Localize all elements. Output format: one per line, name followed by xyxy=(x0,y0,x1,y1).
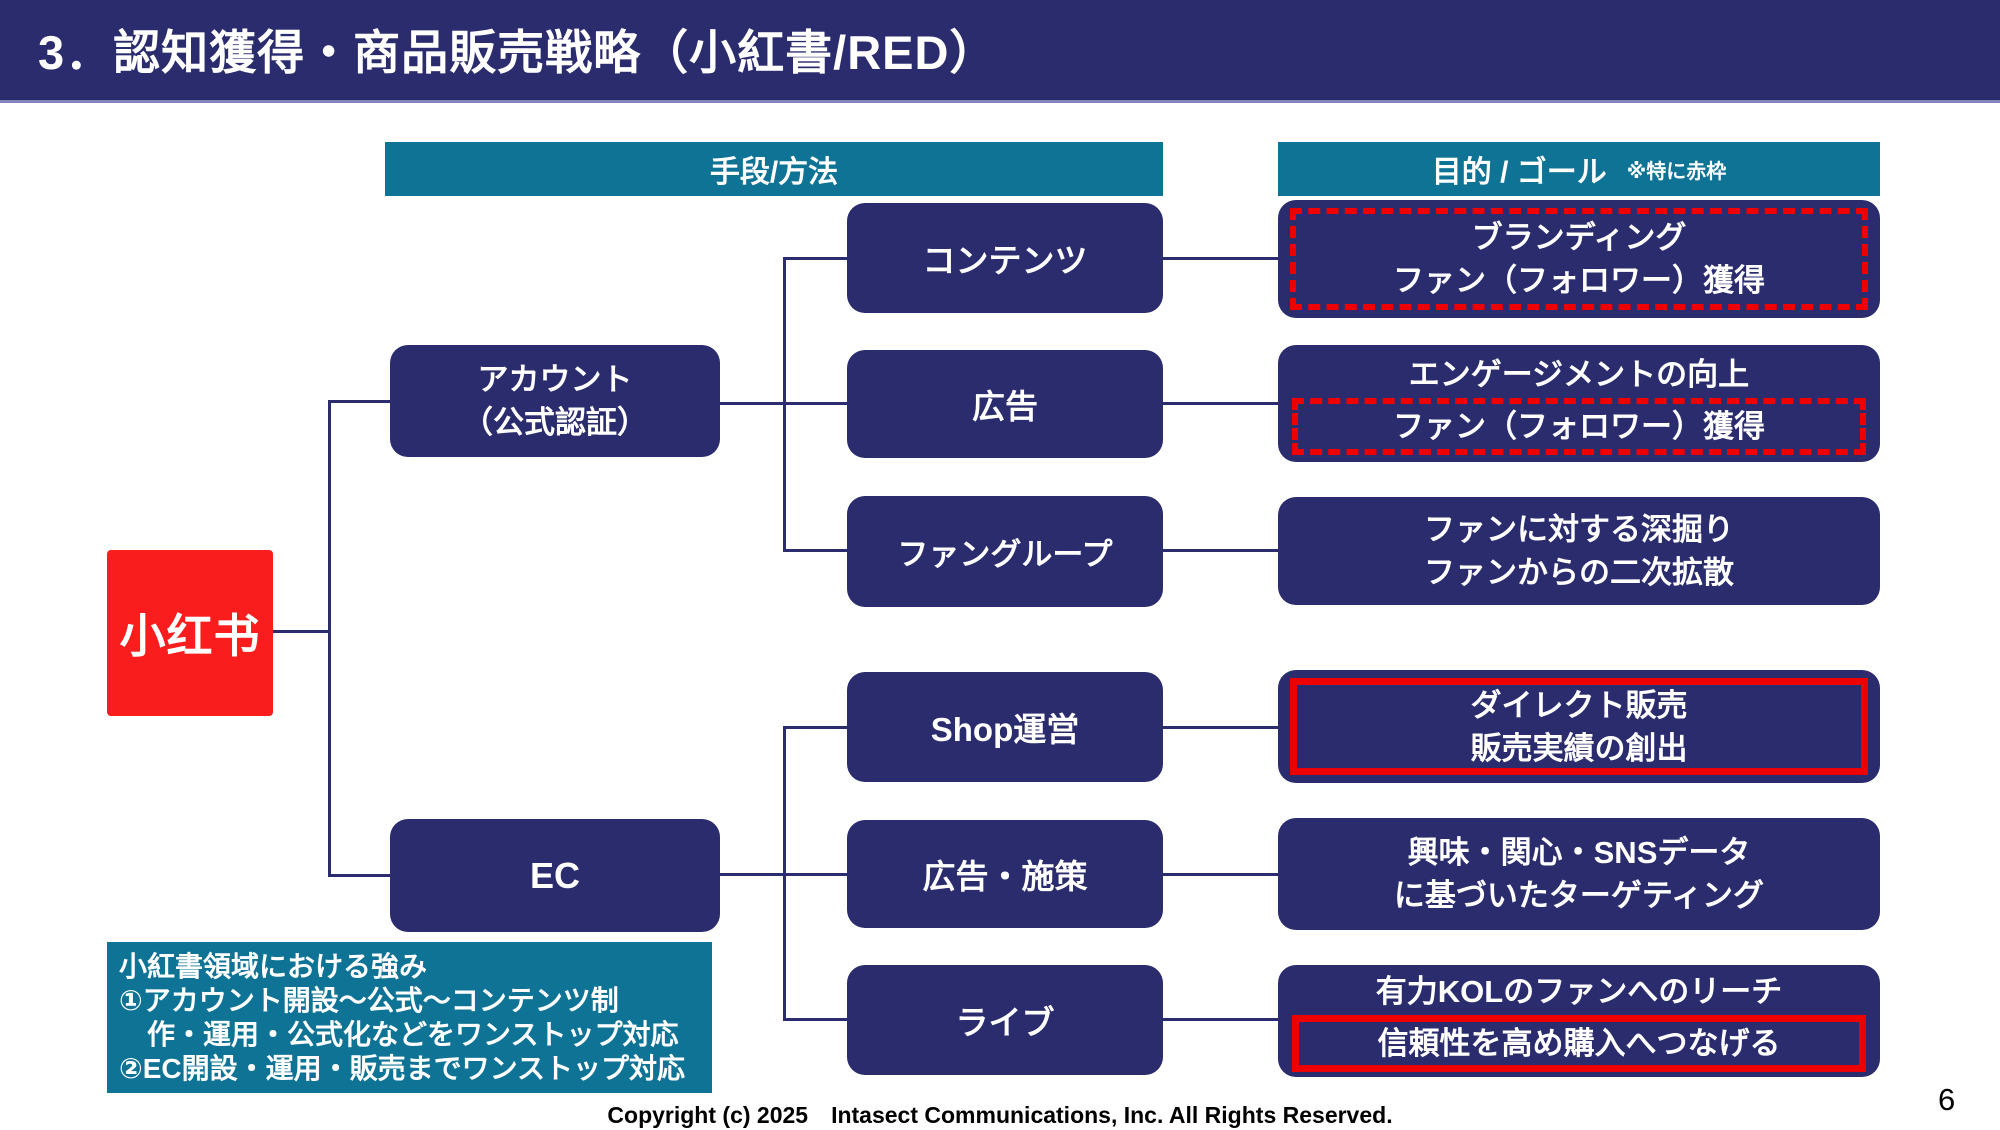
connector-ad-goal xyxy=(1163,402,1278,405)
goal-targeting: 興味・関心・SNSデータ に基づいたターゲティング xyxy=(1278,818,1880,930)
node-account: アカウント （公式認証） xyxy=(390,345,720,457)
connector-logo-trunk xyxy=(273,630,331,633)
goal-engagement: エンゲージメントの向上 ファン（フォロワー）獲得 xyxy=(1278,345,1880,462)
goal-branding-line1: ブランディング xyxy=(1471,220,1687,255)
header-goals-note: ※特に赤枠 xyxy=(1626,160,1727,183)
connector-trunk-contents xyxy=(783,257,847,260)
strengths-line1: 小紅書領域における強み xyxy=(119,951,428,982)
goal-engagement-line1: エンゲージメントの向上 xyxy=(1408,356,1750,392)
header-goals-label: 目的 / ゴール xyxy=(1431,156,1607,189)
goal-targeting-line1: 興味・関心・SNSデータ xyxy=(1407,835,1751,870)
node-account-line1: アカウント xyxy=(477,362,633,397)
strengths-line4: ②EC開設・運用・販売までワンストップ対応 xyxy=(119,1053,686,1084)
connector-shop-goal xyxy=(1163,726,1278,729)
strengths-line3: 作・運用・公式化などをワンストップ対応 xyxy=(147,1019,679,1050)
page-number: 6 xyxy=(1938,1082,1956,1117)
connector-contents-goal xyxy=(1163,257,1278,260)
goal-branding-line2: ファン（フォロワー）獲得 xyxy=(1393,263,1765,298)
goal-direct-sales-line2: 販売実績の創出 xyxy=(1470,730,1688,766)
node-ec: EC xyxy=(390,819,720,932)
connector-trunk-ec xyxy=(328,874,390,877)
header-methods: 手段/方法 xyxy=(385,142,1163,196)
node-contents: コンテンツ xyxy=(847,203,1163,313)
header-methods-label: 手段/方法 xyxy=(709,156,839,189)
strengths-box: 小紅書領域における強み ①アカウント開設～公式～コンテンツ制 作・運用・公式化な… xyxy=(107,942,712,1093)
goal-engagement-line2: ファン（フォロワー）獲得 xyxy=(1393,408,1765,444)
connector-trunk-shop xyxy=(783,726,847,729)
node-contents-label: コンテンツ xyxy=(922,242,1088,279)
goal-kol-reach-red-frame: 信頼性を高め購入へつなげる xyxy=(1292,1015,1866,1072)
strengths-line2: ①アカウント開設～公式～コンテンツ制 xyxy=(119,985,619,1016)
node-admeasures: 広告・施策 xyxy=(847,820,1163,928)
goal-fan-deep-line1: ファンに対する深掘り xyxy=(1424,512,1734,547)
connector-fangroup-goal xyxy=(1163,549,1278,552)
node-live-label: ライブ xyxy=(955,1004,1055,1041)
header-goals: 目的 / ゴール ※特に赤枠 xyxy=(1278,142,1880,196)
title-bar xyxy=(0,0,2000,103)
goal-fan-deep-line2: ファンからの二次拡散 xyxy=(1424,555,1734,590)
xiaohongshu-logo-label: 小红书 xyxy=(119,610,261,662)
node-ad: 広告 xyxy=(847,350,1163,458)
copyright-text: Copyright (c) 2025 Intasect Communicatio… xyxy=(607,1102,1393,1128)
node-fangroup-label: ファングループ xyxy=(897,537,1113,572)
node-shop: Shop運営 xyxy=(847,672,1163,782)
goal-fan-deep: ファンに対する深掘り ファンからの二次拡散 xyxy=(1278,497,1880,605)
connector-trunk-lower xyxy=(783,726,786,1021)
node-ec-label: EC xyxy=(529,854,580,896)
node-live: ライブ xyxy=(847,965,1163,1075)
page-title: 3．認知獲得・商品販売戦略（小紅書/RED） xyxy=(38,26,998,79)
connector-admeasures-goal xyxy=(1163,873,1278,876)
connector-trunk-account xyxy=(328,400,390,403)
connector-trunk-live xyxy=(783,1018,847,1021)
node-account-line2: （公式認証） xyxy=(462,405,648,440)
connector-trunk-fangroup xyxy=(783,549,847,552)
goal-direct-sales-red-frame: ダイレクト販売 販売実績の創出 xyxy=(1290,678,1868,775)
connector-trunk-upper xyxy=(783,257,786,551)
goal-kol-reach-line2: 信頼性を高め購入へつなげる xyxy=(1377,1026,1781,1061)
goal-kol-reach: 有力KOLのファンへのリーチ 信頼性を高め購入へつなげる xyxy=(1278,965,1880,1077)
connector-live-goal xyxy=(1163,1018,1278,1021)
goal-direct-sales: ダイレクト販売 販売実績の創出 xyxy=(1278,670,1880,783)
node-fangroup: ファングループ xyxy=(847,496,1163,607)
node-ad-label: 広告 xyxy=(972,388,1038,425)
node-shop-label: Shop運営 xyxy=(930,711,1080,748)
goal-targeting-line2: に基づいたターゲティング xyxy=(1393,878,1765,913)
xiaohongshu-logo: 小红书 xyxy=(107,550,273,716)
goal-engagement-red-dashed-frame: ファン（フォロワー）獲得 xyxy=(1292,397,1866,455)
goal-branding-red-dashed-frame: ブランディング ファン（フォロワー）獲得 xyxy=(1290,208,1868,310)
goal-branding: ブランディング ファン（フォロワー）獲得 xyxy=(1278,200,1880,318)
goal-kol-reach-line1: 有力KOLのファンへのリーチ xyxy=(1375,974,1783,1009)
node-admeasures-label: 広告・施策 xyxy=(922,858,1088,895)
goal-direct-sales-line1: ダイレクト販売 xyxy=(1470,687,1688,723)
connector-trunk-left xyxy=(328,400,331,877)
